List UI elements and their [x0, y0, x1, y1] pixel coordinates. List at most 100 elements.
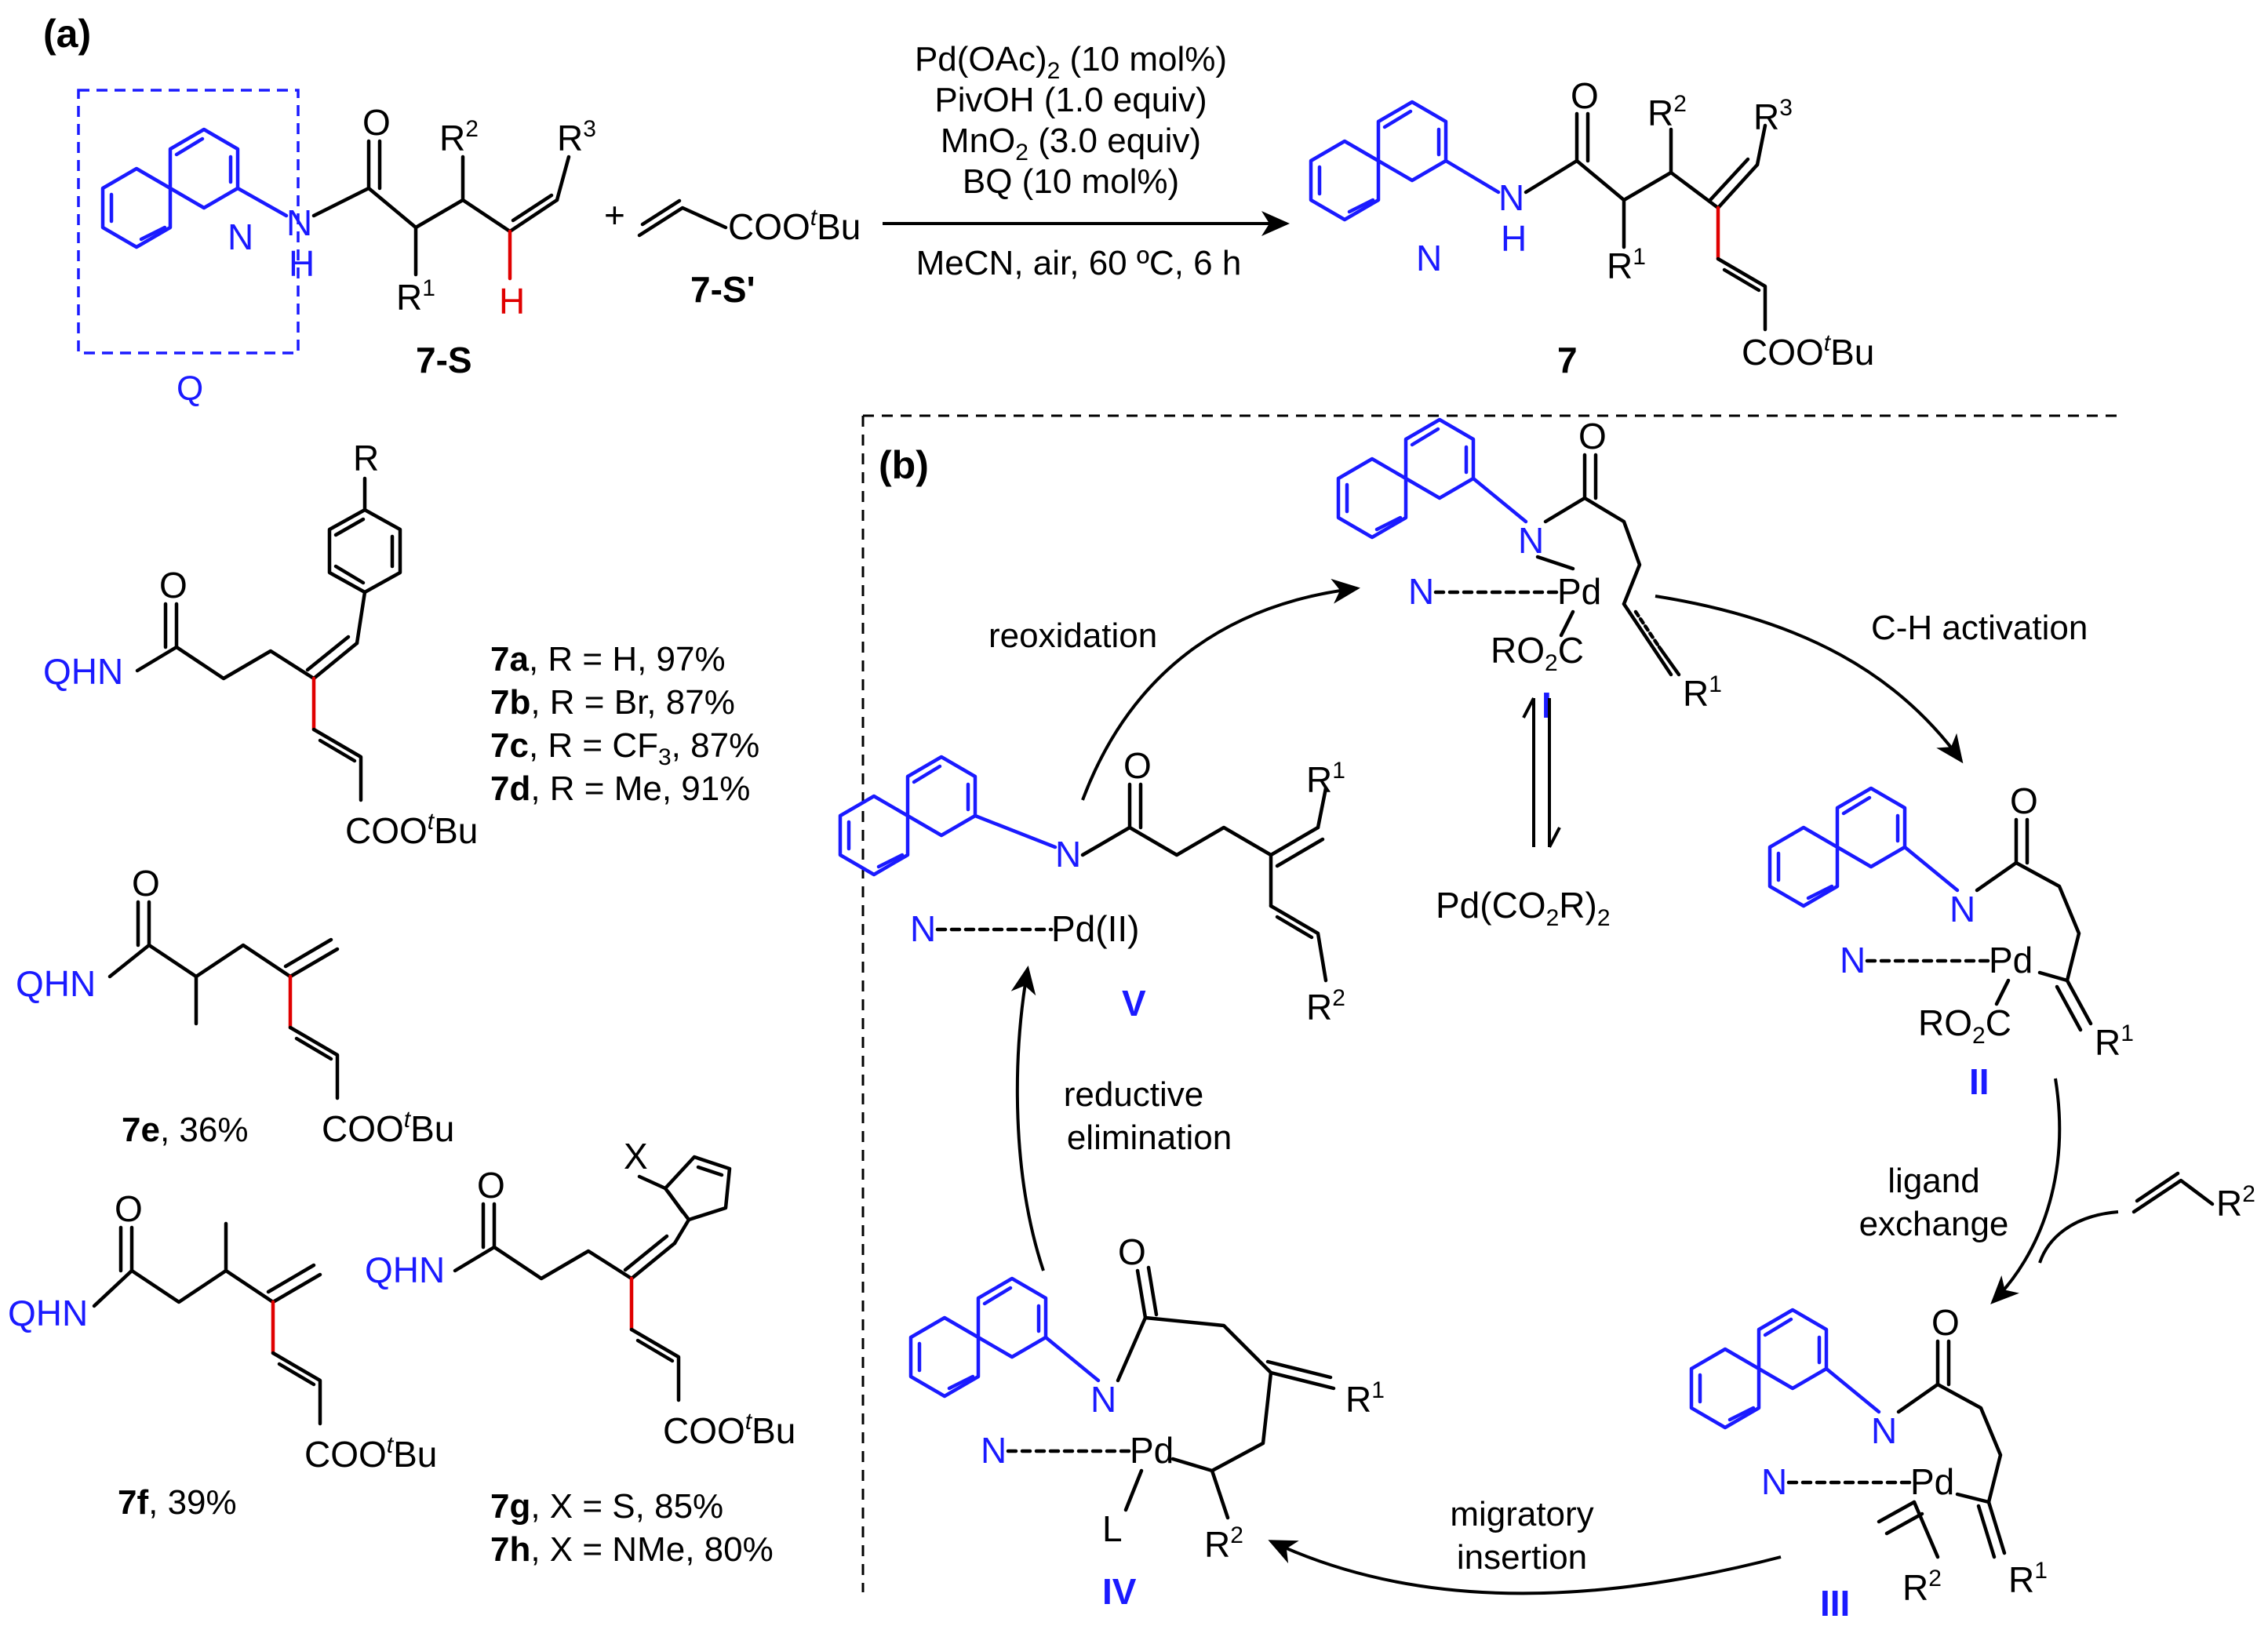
svg-text:COOtBu: COOtBu: [304, 1432, 437, 1475]
svg-text:R1: R1: [1683, 671, 1722, 714]
svg-text:N: N: [981, 1430, 1007, 1471]
svg-text:N: N: [1055, 834, 1081, 875]
quinoline-N: N: [228, 216, 253, 257]
vinyl-H: H: [499, 281, 525, 322]
svg-text:O: O: [132, 863, 160, 904]
arrow-reoxidation: [1081, 578, 1360, 801]
step-elimination: elimination: [1067, 1119, 1232, 1157]
svg-text:N: N: [1090, 1379, 1116, 1420]
intermediate-I: N N Pd O R1 RO2C I: [1336, 416, 1722, 726]
svg-text:R2: R2: [439, 116, 479, 158]
svg-text:R1: R1: [2095, 1020, 2134, 1063]
reagent-7Sprime: COOtBu 7-S': [637, 198, 861, 310]
result-7h: 7h, X = NMe, 80%: [490, 1530, 774, 1569]
intermediate-V: N N Pd(II) O R1 R2 V: [838, 745, 1345, 1028]
svg-text:L: L: [1102, 1508, 1123, 1549]
svg-text:R1: R1: [1306, 758, 1345, 800]
arrow-alkene-in: [2038, 1210, 2119, 1264]
result-7f: 7f, 39%: [118, 1483, 237, 1522]
svg-text:N: N: [1840, 940, 1866, 980]
amide-N: N: [286, 202, 312, 243]
svg-text:COOtBu: COOtBu: [345, 809, 478, 851]
result-7b: 7b, R = Br, 87%: [490, 683, 735, 722]
example-7g-7h: X O QHN COOtBu 7g, X = S, 85% 7h, X = NM…: [365, 1136, 795, 1569]
svg-text:R1: R1: [1607, 244, 1646, 286]
step-exchange: exchange: [1859, 1205, 2009, 1243]
svg-text:PivOH (1.0 equiv): PivOH (1.0 equiv): [934, 81, 1207, 119]
arrow-migratory-insertion: [1268, 1540, 1782, 1595]
svg-text:R2: R2: [1306, 985, 1345, 1028]
svg-text:COOtBu: COOtBu: [663, 1409, 795, 1451]
svg-text:O: O: [1571, 75, 1599, 116]
svg-text:Pd: Pd: [1557, 571, 1601, 612]
svg-text:N: N: [1871, 1410, 1897, 1451]
step-migratory: migratory: [1450, 1495, 1593, 1533]
svg-text:QHN: QHN: [16, 963, 96, 1004]
svg-text:IV: IV: [1102, 1571, 1137, 1612]
svg-text:N: N: [1518, 520, 1544, 561]
svg-text:Pd: Pd: [1130, 1430, 1174, 1471]
reaction-conditions: Pd(OAc)2 (10 mol%) PivOH (1.0 equiv) MnO…: [883, 40, 1290, 282]
svg-text:R2: R2: [1902, 1566, 1942, 1608]
plus-sign: +: [604, 195, 625, 235]
svg-text:Pd(OAc)2 (10 mol%): Pd(OAc)2 (10 mol%): [915, 40, 1227, 84]
svg-text:R1: R1: [2008, 1558, 2048, 1600]
svg-text:N: N: [910, 908, 936, 949]
svg-text:N: N: [1949, 889, 1975, 929]
svg-text:RO2C: RO2C: [1918, 1002, 2011, 1049]
step-ch-activation: C-H activation: [1871, 609, 2088, 647]
arrow-ch-activation: [1655, 595, 1964, 764]
step-reductive: reductive: [1064, 1075, 1204, 1114]
arrow-reductive-elimination: [1010, 966, 1045, 1271]
svg-text:O: O: [2010, 780, 2038, 821]
svg-text:COOtBu: COOtBu: [728, 205, 861, 247]
svg-text:N: N: [1761, 1461, 1787, 1502]
svg-text:MeCN, air, 60 ºC, 6 h: MeCN, air, 60 ºC, 6 h: [916, 244, 1242, 282]
svg-text:COOtBu: COOtBu: [1742, 330, 1874, 373]
step-ligand: ligand: [1888, 1162, 1979, 1200]
svg-text:Pd: Pd: [1910, 1461, 1954, 1502]
result-7a: 7a, R = H, 97%: [490, 640, 726, 678]
svg-text:N: N: [1416, 238, 1442, 278]
svg-text:R3: R3: [557, 116, 596, 158]
example-7f: O QHN COOtBu 7f, 39%: [8, 1188, 437, 1522]
step-reoxidation: reoxidation: [988, 617, 1157, 655]
svg-text:COOtBu: COOtBu: [322, 1107, 454, 1149]
svg-text:O: O: [477, 1165, 505, 1206]
svg-text:R1: R1: [396, 275, 435, 318]
svg-text:O: O: [1931, 1302, 1960, 1343]
alkene-reagent: R2: [2131, 1171, 2255, 1224]
label-7S: 7-S: [416, 340, 472, 380]
svg-text:R2: R2: [2216, 1181, 2255, 1224]
svg-text:Pd(II): Pd(II): [1051, 908, 1139, 949]
svg-text:R1: R1: [1345, 1377, 1385, 1420]
intermediate-IV: N N Pd O R1 R2 L IV: [908, 1231, 1385, 1612]
result-7c: 7c, R = CF3, 87%: [490, 726, 759, 770]
product-7: N N H O R1 R2 R3 COOtBu 7: [1309, 75, 1874, 380]
svg-text:O: O: [362, 102, 391, 143]
intermediate-II: N N Pd O R1 RO2C II: [1767, 780, 2134, 1102]
example-7e: O QHN COOtBu 7e, 36%: [16, 863, 454, 1149]
label-7Sprime: 7-S': [690, 269, 755, 310]
svg-text:II: II: [1969, 1061, 1990, 1102]
svg-text:R: R: [353, 438, 379, 478]
panel-a-label: (a): [43, 12, 91, 56]
svg-text:R2: R2: [1647, 91, 1687, 133]
svg-text:O: O: [1118, 1231, 1146, 1272]
svg-text:QHN: QHN: [365, 1250, 445, 1290]
svg-text:N: N: [1408, 571, 1434, 612]
svg-text:N: N: [1498, 177, 1524, 218]
svg-text:QHN: QHN: [43, 651, 123, 692]
svg-text:R2: R2: [1204, 1522, 1243, 1565]
step-insertion: insertion: [1457, 1538, 1587, 1577]
pd-salt-label: Pd(CO2R)2: [1436, 885, 1611, 931]
result-7g: 7g, X = S, 85%: [490, 1487, 723, 1526]
result-7e: 7e, 36%: [122, 1111, 248, 1149]
svg-text:QHN: QHN: [8, 1293, 88, 1333]
svg-text:RO2C: RO2C: [1491, 630, 1584, 676]
svg-text:O: O: [1578, 416, 1607, 457]
result-7d: 7d, R = Me, 91%: [490, 769, 750, 808]
svg-text:R3: R3: [1753, 95, 1793, 137]
